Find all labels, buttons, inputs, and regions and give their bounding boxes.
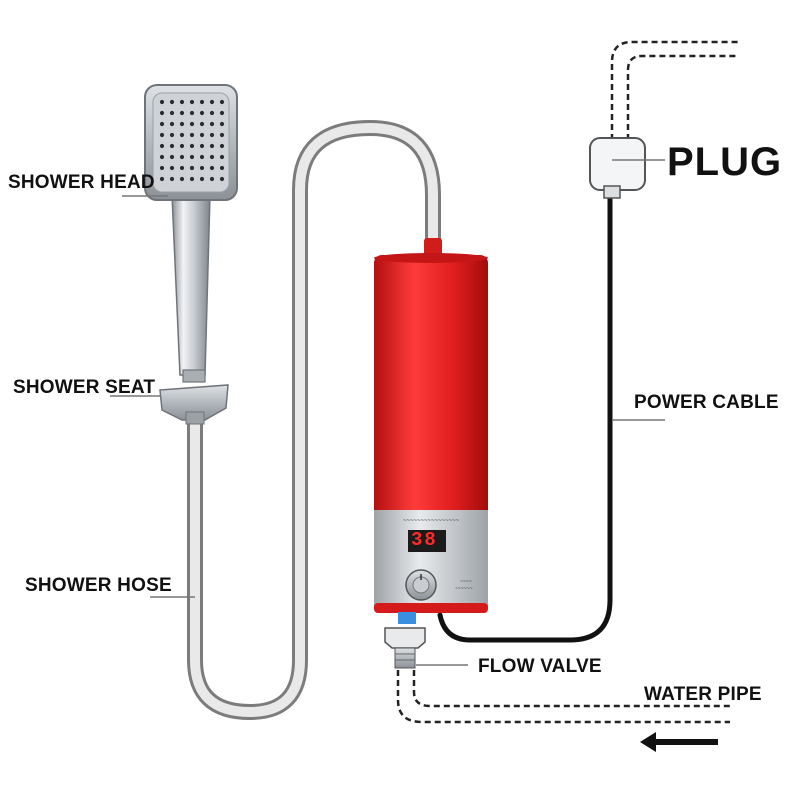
temperature-display	[408, 530, 446, 552]
label-water-pipe: WATER PIPE	[644, 684, 762, 705]
leader-lines	[110, 159, 665, 666]
water-heater-unit: ~~~~~~~~~~~~~~~~ ~~~~ ~~~~~~	[374, 253, 488, 613]
label-plug: PLUG	[667, 140, 783, 184]
plug-icon	[589, 137, 646, 199]
power-cable	[437, 187, 613, 643]
label-flow-valve: FLOW VALVE	[478, 656, 602, 677]
shower-nozzle-holes	[159, 99, 225, 182]
plug-dashed-wire	[610, 40, 738, 140]
water-pipe-dashed	[396, 670, 730, 724]
label-shower-hose: SHOWER HOSE	[25, 575, 172, 596]
left-arrow-icon	[640, 731, 720, 753]
display-value: 38	[411, 529, 438, 551]
label-shower-head: SHOWER HEAD	[8, 172, 155, 193]
flow-valve-icon	[384, 612, 426, 669]
shower-seat-icon	[159, 369, 229, 425]
svg-text:~~~~: ~~~~	[460, 579, 472, 585]
svg-text:~~~~~~~~~~~~~~~~: ~~~~~~~~~~~~~~~~	[403, 518, 460, 524]
svg-text:~~~~~~: ~~~~~~	[455, 586, 473, 592]
shower-head-icon	[144, 84, 238, 376]
label-shower-seat: SHOWER SEAT	[13, 377, 156, 398]
shower-hose	[187, 119, 441, 721]
label-power-cable: POWER CABLE	[634, 392, 779, 413]
